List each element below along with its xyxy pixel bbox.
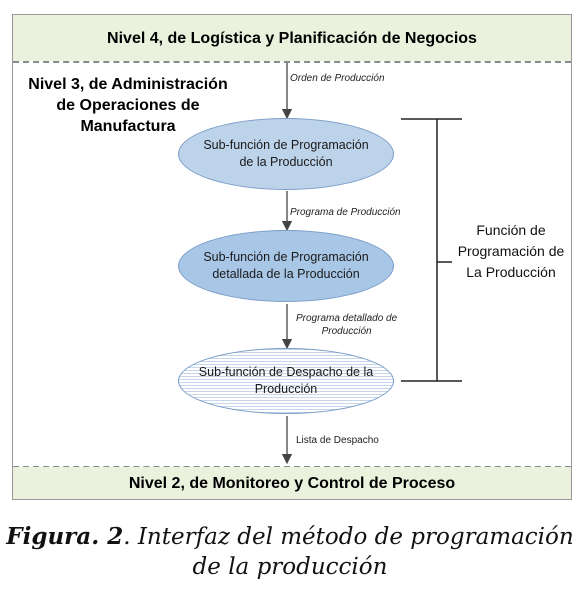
flow-label-detallado-line2: Producción <box>321 326 372 337</box>
flow-label-detallado: Programa detallado de Producción <box>296 312 397 338</box>
figure-caption: Figura. 2. Interfaz del método de progra… <box>0 522 580 582</box>
flow-label-detallado-line1: Programa detallado de <box>296 313 398 324</box>
figure-caption-text-1: . Interfaz del método de programación <box>123 524 574 550</box>
level4-band: Nivel 4, de Logística y Planificación de… <box>12 14 572 61</box>
level4-divider <box>13 61 571 63</box>
node-programacion: Sub-función de Programación de la Produc… <box>178 118 394 190</box>
figure-number: Figura. 2 <box>6 523 124 550</box>
flow-label-programa: Programa de Producción <box>290 207 401 218</box>
node-programacion-label: Sub-función de Programación de la Produc… <box>203 138 369 169</box>
flow-label-lista: Lista de Despacho <box>296 435 379 446</box>
bracket-label: Función de Programación de La Producción <box>457 222 565 280</box>
figure-caption-text-2: de la producción <box>192 554 388 580</box>
node-programacion-detallada-label: Sub-función de Programación detallada de… <box>203 250 369 281</box>
level3-label: Nivel 3, de Administración de Operacione… <box>28 76 228 135</box>
node-programacion-detallada: Sub-función de Programación detallada de… <box>178 230 394 302</box>
level2-band: Nivel 2, de Monitoreo y Control de Proce… <box>12 467 572 500</box>
flow-label-orden: Orden de Producción <box>290 73 385 84</box>
node-despacho-label: Sub-función de Despacho de la Producción <box>198 365 374 396</box>
node-despacho: Sub-función de Despacho de la Producción <box>178 348 394 414</box>
